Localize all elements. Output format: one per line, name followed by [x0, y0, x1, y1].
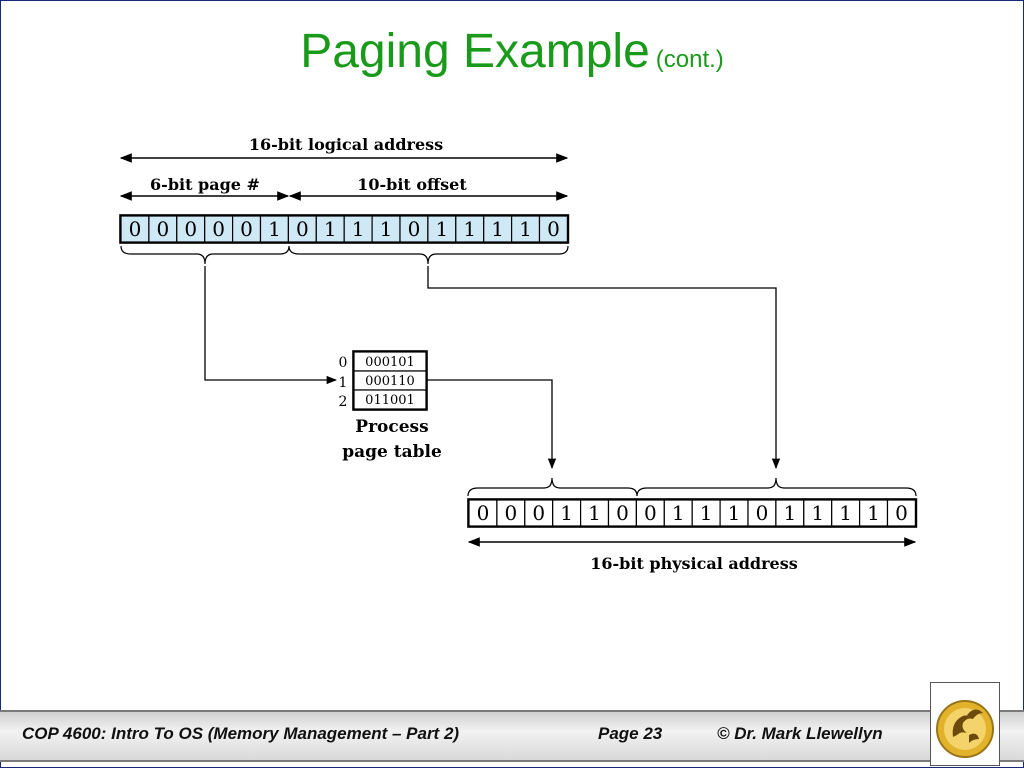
page-table-entry-1: 000110	[365, 374, 415, 389]
page-number-label: 6-bit page #	[150, 175, 260, 194]
logical-bit-cell	[120, 215, 150, 243]
offset-label: 10-bit offset	[357, 175, 467, 194]
page-table-caption-line2: page table	[342, 442, 442, 462]
logical-bit-cell	[399, 215, 429, 243]
physical-bit-value: 1	[811, 501, 824, 525]
offset-connector	[427, 266, 781, 470]
physical-bit-value: 1	[867, 501, 880, 525]
frame-number-brace	[467, 477, 638, 497]
physical-bit-value: 1	[728, 501, 741, 525]
paging-diagram: 16-bit logical address 6-bit page # 10-b…	[119, 134, 918, 573]
page-table-index-2: 2	[339, 394, 348, 410]
page-index-connector	[204, 266, 338, 385]
physical-bit-value: 1	[588, 501, 601, 525]
physical-bit-value: 0	[644, 501, 657, 525]
logical-bit-cell	[538, 215, 568, 243]
logical-bit-value: 0	[296, 217, 309, 241]
frame-number-connector	[426, 379, 557, 470]
title-main: Paging Example	[300, 25, 650, 78]
logical-bit-value: 1	[352, 217, 365, 241]
physical-bit-cell	[496, 499, 526, 527]
physical-bit-cell	[607, 499, 637, 527]
logical-bit-value: 1	[491, 217, 504, 241]
logical-bit-value: 1	[380, 217, 393, 241]
footer-page-number: Page 23	[598, 724, 663, 743]
logical-bit-value: 0	[212, 217, 225, 241]
logical-bit-value: 0	[184, 217, 197, 241]
physical-bit-cell	[691, 499, 721, 527]
logical-bit-cell	[455, 215, 485, 243]
logical-bit-value: 1	[324, 217, 337, 241]
physical-bit-cell	[719, 499, 749, 527]
logical-bit-value: 1	[435, 217, 448, 241]
offset-brace	[288, 245, 569, 265]
physical-bit-value: 0	[477, 501, 490, 525]
process-page-table: 0 1 2 000101 000110 011001	[339, 350, 428, 411]
logical-address-outline	[119, 214, 570, 244]
logical-bit-cell	[343, 215, 373, 243]
logical-bit-cell	[483, 215, 513, 243]
page-table-index-0: 0	[339, 355, 348, 371]
physical-bit-value: 0	[895, 501, 908, 525]
logical-address-label: 16-bit logical address	[249, 135, 443, 154]
logical-bit-value: 0	[240, 217, 253, 241]
page-table-index-1: 1	[339, 375, 348, 391]
physical-bit-value: 0	[616, 501, 629, 525]
logical-bit-cell	[371, 215, 401, 243]
logical-bit-value: 0	[156, 217, 169, 241]
logical-bit-value: 0	[547, 217, 560, 241]
logical-bit-value: 0	[129, 217, 142, 241]
physical-bit-cell	[579, 499, 610, 527]
physical-bit-cell	[886, 499, 916, 527]
logo-box	[930, 682, 1000, 766]
physical-bit-value: 1	[672, 501, 685, 525]
physical-bit-cell	[747, 499, 777, 527]
physical-bit-value: 1	[560, 501, 573, 525]
physical-address-label: 16-bit physical address	[590, 554, 797, 573]
logical-bit-cell	[232, 215, 262, 243]
logical-bit-value: 0	[408, 217, 421, 241]
physical-bit-cell	[524, 499, 554, 527]
footer-band	[0, 710, 1024, 762]
physical-bit-value: 0	[756, 501, 769, 525]
logical-bit-cell	[148, 215, 178, 243]
page-table-entry-2: 011001	[365, 393, 415, 408]
logical-bit-cell	[204, 215, 234, 243]
logical-bit-value: 1	[519, 217, 532, 241]
footer-course: COP 4600: Intro To OS (Memory Management…	[22, 724, 460, 743]
logical-bit-value: 1	[268, 217, 281, 241]
physical-bit-cell	[468, 499, 498, 527]
physical-bit-cell	[858, 499, 889, 527]
physical-bit-value: 1	[783, 501, 796, 525]
page-table-caption-line1: Process	[355, 417, 428, 437]
slide-title: Paging Example(cont.)	[0, 24, 1024, 79]
page-table-entry-0: 000101	[365, 355, 415, 370]
logical-bit-cell	[287, 215, 317, 243]
physical-address-outline	[467, 498, 918, 528]
physical-bit-value: 0	[532, 501, 545, 525]
logical-bit-cell	[511, 215, 541, 243]
physical-bit-cell	[831, 499, 861, 527]
page-number-brace	[120, 245, 290, 265]
pegasus-logo-icon	[936, 700, 994, 758]
physical-bit-cell	[775, 499, 805, 527]
logical-bit-value: 1	[463, 217, 476, 241]
physical-offset-brace	[636, 477, 917, 497]
physical-bit-value: 1	[839, 501, 852, 525]
title-sub: (cont.)	[655, 46, 724, 73]
physical-bit-value: 0	[504, 501, 517, 525]
footer-copyright: © Dr. Mark Llewellyn	[717, 724, 883, 743]
physical-bit-value: 1	[700, 501, 713, 525]
